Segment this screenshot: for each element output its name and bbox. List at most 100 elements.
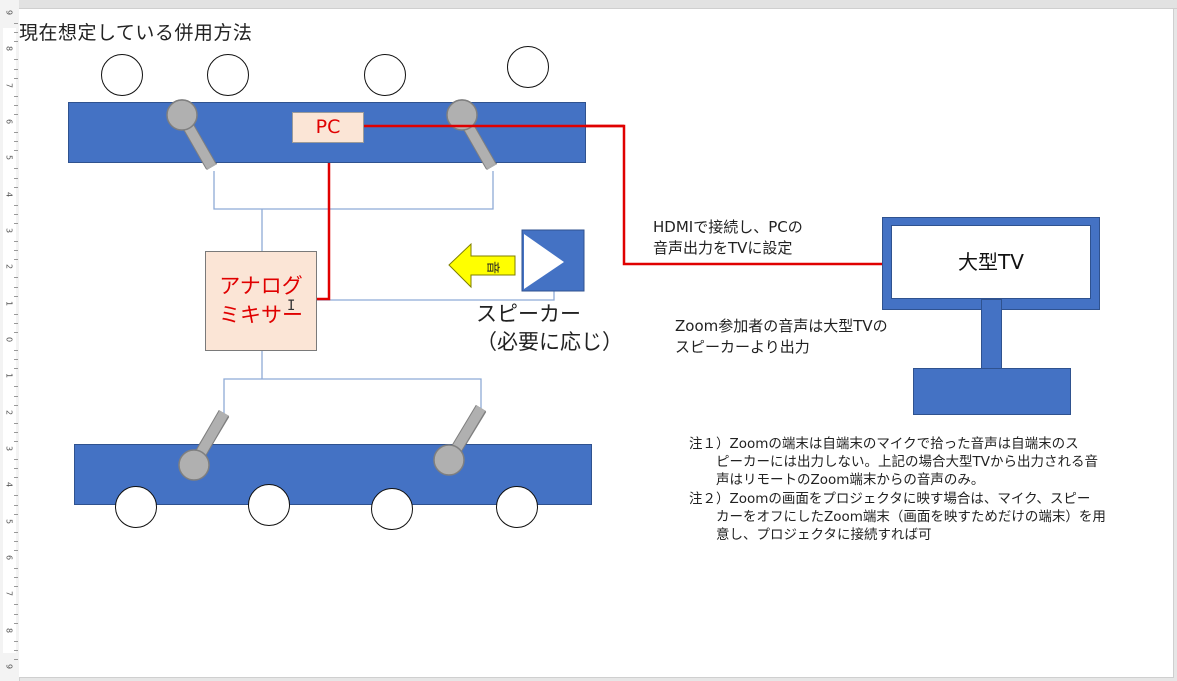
ruler-number: 5 [4, 518, 14, 524]
ruler-tick [14, 350, 18, 352]
ruler-tick [14, 422, 18, 424]
top-ruler-strip [19, 0, 1177, 9]
ruler-number: 1 [4, 300, 14, 306]
ruler-tick [14, 331, 18, 333]
speaker-wire [317, 277, 555, 301]
ruler-tick [14, 404, 18, 406]
ruler-tick [14, 577, 18, 579]
analog-mixer-box[interactable]: アナログ ミキサー [205, 251, 317, 351]
ruler-tick [14, 113, 18, 115]
ruler-number: 6 [4, 118, 14, 125]
ruler-tick [14, 177, 18, 179]
ruler-tick [14, 95, 18, 97]
participant-circle [248, 484, 290, 526]
ruler-tick [14, 513, 18, 515]
participant-circle [371, 488, 413, 530]
sound-arrow-text: 音 [484, 260, 500, 274]
tv-stand-base [913, 368, 1071, 415]
speaker-label: スピーカー （必要に応じ） [476, 302, 623, 354]
ruler-number: 8 [4, 627, 14, 633]
ruler-tick [14, 104, 18, 106]
ruler-number: 3 [4, 445, 14, 452]
ruler-tick [14, 531, 18, 533]
ruler-number: 7 [4, 82, 14, 88]
ruler-tick [14, 658, 18, 660]
ruler-tick [14, 459, 18, 461]
ruler-tick [14, 286, 18, 288]
ruler-number: 6 [4, 554, 14, 561]
ruler-page-band [3, 28, 16, 653]
pc-box[interactable]: PC [292, 112, 364, 143]
ruler-tick [14, 23, 18, 25]
ruler-number: 3 [4, 227, 14, 234]
tv-screen-label: 大型TV [891, 225, 1091, 299]
ruler-number: 7 [4, 591, 14, 597]
ruler-number: 8 [4, 46, 14, 52]
participant-circle [364, 54, 406, 96]
tv-stand-neck [981, 299, 1002, 369]
ruler-tick [14, 431, 18, 433]
slide-canvas: 現在想定している併用方法 [19, 9, 1174, 678]
speaker-icon[interactable] [521, 229, 585, 292]
zoom-audio-note: Zoom参加者の音声は大型TVの スピーカーより出力 [675, 317, 888, 356]
ruler-tick [14, 613, 18, 615]
mic-wire-top [213, 171, 494, 210]
ruler-tick [14, 150, 18, 152]
ruler-tick [14, 68, 18, 70]
ruler-tick [14, 241, 18, 243]
ruler-tick [14, 259, 18, 261]
ruler-number: 9 [4, 663, 14, 670]
ruler-tick [14, 359, 18, 361]
ruler-tick [14, 568, 18, 570]
ruler-tick [14, 141, 18, 143]
ruler-tick [14, 132, 18, 134]
ruler-number: 9 [4, 9, 14, 16]
ruler-number: 2 [4, 409, 14, 415]
mic-wire-bottom [223, 378, 482, 414]
ruler-tick [14, 586, 18, 588]
ruler-tick [14, 477, 18, 479]
participant-circle [496, 486, 538, 528]
ruler-tick [14, 168, 18, 170]
ruler-tick [14, 222, 18, 224]
ruler-tick [14, 322, 18, 324]
ruler-tick [14, 395, 18, 397]
ruler-tick [14, 495, 18, 497]
ruler-tick [14, 41, 18, 43]
ruler-tick [14, 386, 18, 388]
ruler-number: 0 [4, 336, 14, 343]
ruler-tick [14, 277, 18, 279]
ruler-tick [14, 213, 18, 215]
ruler-tick [14, 32, 18, 34]
ruler-tick [14, 204, 18, 206]
ruler-tick [14, 504, 18, 506]
participant-circle [507, 46, 549, 88]
participant-circle [101, 54, 143, 96]
ruler-tick [14, 540, 18, 542]
ruler-tick [14, 59, 18, 61]
ruler-number: 5 [4, 155, 14, 161]
ruler-tick [14, 604, 18, 606]
ruler-number: 1 [4, 373, 14, 379]
sound-arrow-icon [448, 242, 516, 289]
ruler-tick [14, 440, 18, 442]
ruler-tick [14, 186, 18, 188]
text-cursor-icon: Ι [287, 298, 296, 314]
ruler-number: 4 [4, 191, 14, 197]
ruler-tick [14, 313, 18, 315]
large-tv[interactable]: 大型TV [882, 217, 1100, 310]
ruler-tick [14, 622, 18, 624]
ruler-tick [14, 295, 18, 297]
participant-circle [115, 486, 157, 528]
ruler-tick [14, 649, 18, 651]
ruler-tick [14, 77, 18, 79]
footnote-1: 注１）Zoomの端末は自端末のマイクで拾った音声は自端末のス ピーカーには出力し… [689, 436, 1098, 488]
ruler-tick [14, 468, 18, 470]
footnote-2: 注２）Zoomの画面をプロジェクタに映す場合は、マイク、スピー カーをオフにした… [689, 491, 1106, 543]
ruler-number: 2 [4, 264, 14, 270]
ruler-tick [14, 549, 18, 551]
ruler-tick [14, 640, 18, 642]
participant-circle [207, 54, 249, 96]
slide-title: 現在想定している併用方法 [19, 22, 253, 44]
